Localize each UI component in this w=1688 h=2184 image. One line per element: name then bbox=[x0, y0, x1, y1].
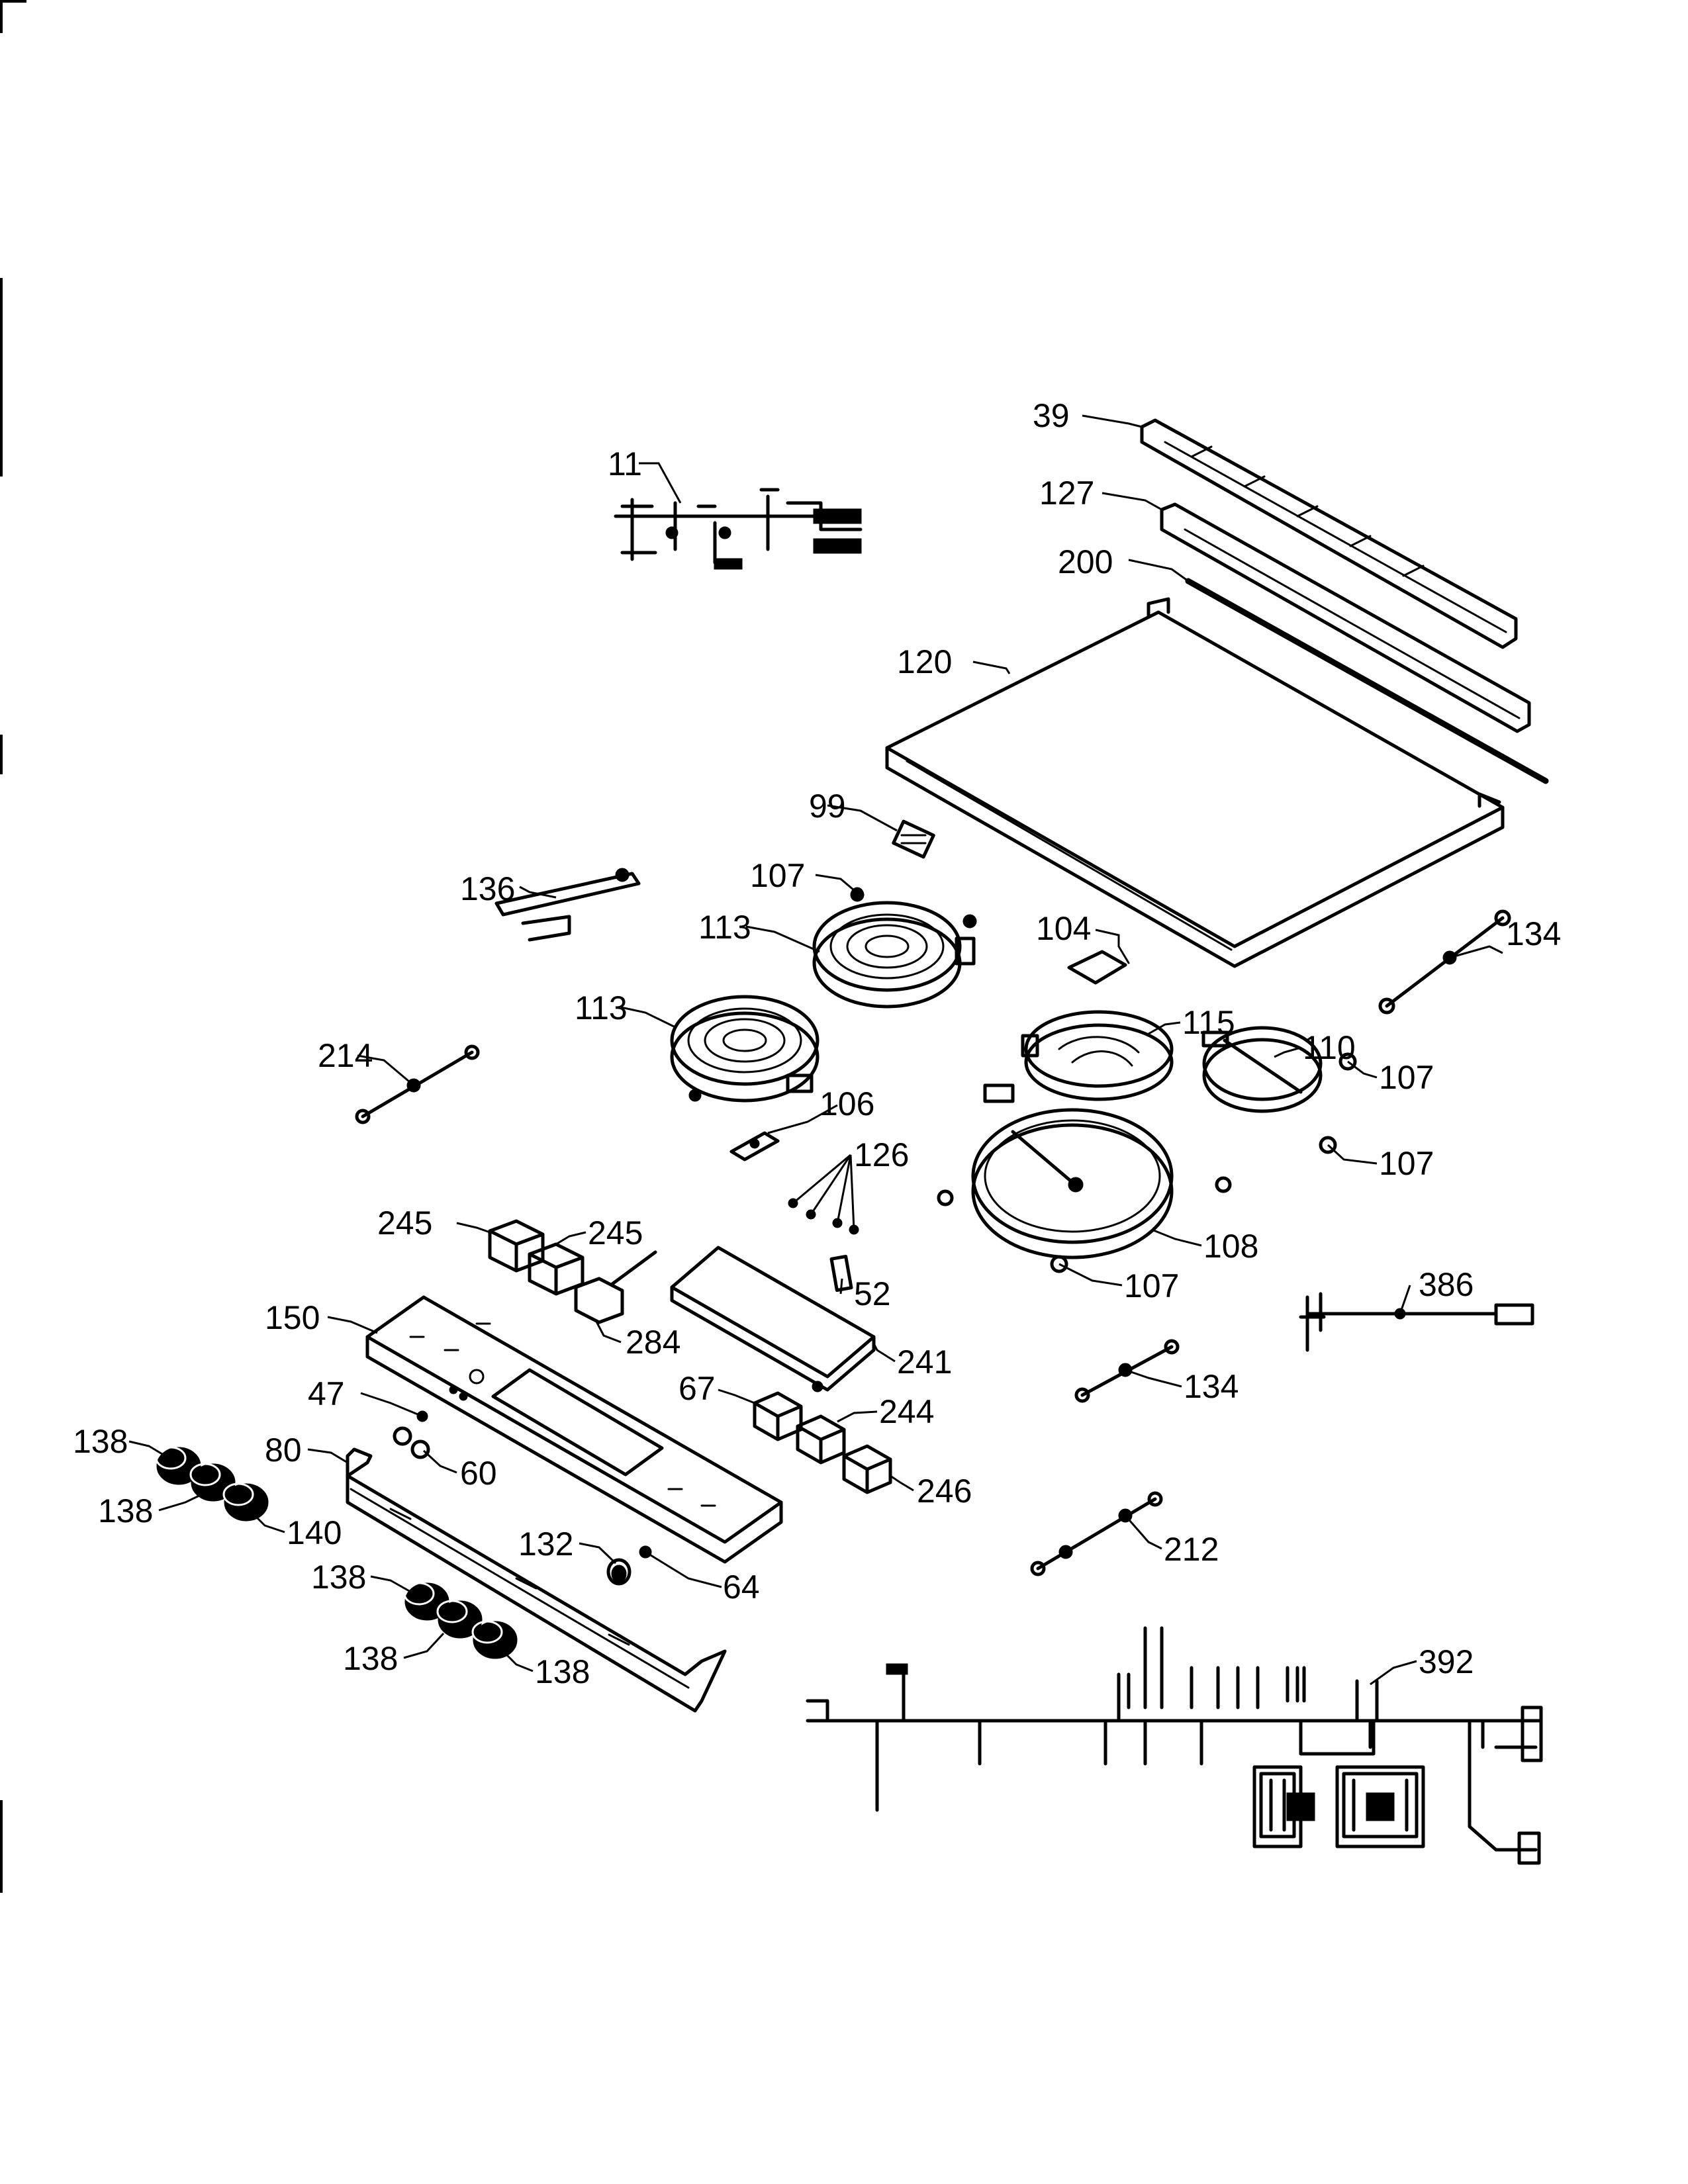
label-138-e: 138 bbox=[535, 1653, 590, 1690]
label-244: 244 bbox=[879, 1393, 934, 1430]
label-136: 136 bbox=[460, 870, 515, 907]
label-110: 110 bbox=[1303, 1029, 1356, 1066]
label-214: 214 bbox=[318, 1037, 373, 1074]
label-386: 386 bbox=[1419, 1266, 1474, 1303]
glass-cooktop-120 bbox=[885, 597, 1505, 968]
element-115 bbox=[1021, 1010, 1174, 1101]
element-110 bbox=[1201, 1026, 1323, 1113]
screw-107-b bbox=[1338, 1052, 1357, 1071]
label-245-a: 245 bbox=[377, 1205, 432, 1242]
label-80: 80 bbox=[265, 1432, 302, 1469]
label-134-b: 134 bbox=[1184, 1368, 1239, 1405]
label-104: 104 bbox=[1036, 910, 1091, 947]
clip-106 bbox=[729, 1131, 780, 1161]
vent-duct-127 bbox=[1160, 502, 1531, 733]
switch-246 bbox=[842, 1444, 892, 1494]
switch-245-a bbox=[488, 1219, 545, 1273]
wire-harness-11 bbox=[614, 488, 863, 570]
label-64: 64 bbox=[723, 1569, 760, 1606]
knob-138-e bbox=[471, 1620, 518, 1659]
vent-trim-39 bbox=[1140, 418, 1518, 649]
label-200: 200 bbox=[1058, 543, 1113, 580]
label-11: 11 bbox=[608, 445, 642, 482]
limiter-104 bbox=[1067, 945, 1130, 985]
wire-lead-386 bbox=[1299, 1292, 1534, 1352]
label-113-a: 113 bbox=[698, 909, 751, 946]
page-edge-marks bbox=[0, 0, 26, 1893]
bracket-136 bbox=[494, 868, 641, 942]
label-99: 99 bbox=[809, 788, 846, 825]
label-138-b: 138 bbox=[98, 1492, 153, 1529]
gasket-strip-200 bbox=[1185, 578, 1549, 784]
control-panel-150 bbox=[365, 1295, 783, 1564]
label-120: 120 bbox=[897, 643, 952, 680]
switch-244 bbox=[796, 1414, 846, 1465]
label-138-a: 138 bbox=[73, 1423, 128, 1460]
callout-labels: 11 39 127 200 120 99 136 107 113 104 134… bbox=[73, 397, 1561, 1690]
label-134-a: 134 bbox=[1506, 915, 1561, 952]
terminal-block-99 bbox=[892, 819, 935, 859]
label-127: 127 bbox=[1039, 475, 1094, 512]
label-284: 284 bbox=[626, 1324, 680, 1361]
label-60: 60 bbox=[460, 1455, 497, 1492]
label-138-d: 138 bbox=[343, 1640, 398, 1677]
switch-284 bbox=[574, 1250, 657, 1324]
label-107-a: 107 bbox=[750, 857, 805, 894]
label-246: 246 bbox=[917, 1473, 972, 1510]
label-106: 106 bbox=[820, 1085, 874, 1122]
label-107-c: 107 bbox=[1379, 1145, 1434, 1182]
label-107-b: 107 bbox=[1379, 1059, 1434, 1096]
label-39: 39 bbox=[1033, 397, 1070, 434]
label-212: 212 bbox=[1164, 1531, 1219, 1568]
label-245-b: 245 bbox=[588, 1214, 643, 1251]
rod-134-upper bbox=[1378, 909, 1511, 1015]
label-52: 52 bbox=[854, 1275, 891, 1312]
control-trim-80 bbox=[346, 1447, 727, 1713]
part-132 bbox=[606, 1558, 632, 1586]
screw-107-a bbox=[850, 887, 865, 902]
part-60 bbox=[393, 1426, 430, 1459]
knob-138-a bbox=[155, 1446, 201, 1485]
label-392: 392 bbox=[1419, 1643, 1474, 1680]
label-150: 150 bbox=[265, 1299, 320, 1336]
label-132: 132 bbox=[518, 1525, 573, 1563]
switch-67 bbox=[753, 1391, 803, 1441]
label-241: 241 bbox=[897, 1343, 952, 1381]
label-108: 108 bbox=[1203, 1228, 1258, 1265]
label-113-b: 113 bbox=[575, 989, 628, 1026]
label-115: 115 bbox=[1182, 1004, 1235, 1041]
knob-140 bbox=[222, 1482, 269, 1522]
label-140: 140 bbox=[287, 1514, 342, 1551]
main-wire-harness-392 bbox=[806, 1626, 1543, 1865]
knob-138-d bbox=[436, 1600, 483, 1639]
label-138-c: 138 bbox=[311, 1559, 366, 1596]
part-52 bbox=[829, 1254, 853, 1293]
radiant-element-113-upper bbox=[812, 887, 977, 1009]
screw-107-c bbox=[1319, 1136, 1337, 1154]
label-107-d: 107 bbox=[1124, 1267, 1179, 1304]
label-47: 47 bbox=[308, 1375, 345, 1412]
screws-126 bbox=[788, 1198, 859, 1235]
label-67: 67 bbox=[679, 1370, 716, 1407]
element-108 bbox=[937, 1083, 1232, 1259]
label-126: 126 bbox=[854, 1136, 909, 1173]
radiant-element-113-lower bbox=[670, 995, 820, 1103]
leader-lines bbox=[128, 414, 1503, 1686]
